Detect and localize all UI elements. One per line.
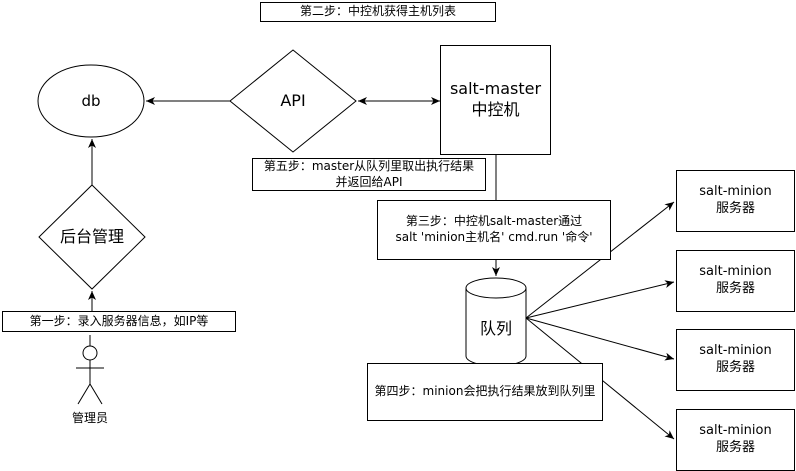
minion-node-1: salt-minion 服务器	[676, 170, 795, 232]
step4-note: 第四步：minion会把执行结果放到队列里	[367, 363, 603, 421]
step1-note: 第一步：录入服务器信息，如IP等	[2, 311, 236, 332]
minion-3-line1: salt-minion	[699, 343, 772, 359]
queue-to-minion-2-arrow	[525, 280, 675, 319]
admin-label: 管理员	[71, 410, 108, 425]
step5-note: 第五步：master从队列里取出执行结果 并返回给API	[252, 158, 486, 191]
step1-text: 第一步：录入服务器信息，如IP等	[29, 313, 209, 328]
admin-actor-icon	[76, 345, 104, 405]
queue-to-minion-3-arrow	[525, 317, 675, 361]
minion-3-line2: 服务器	[715, 360, 755, 375]
master-node: salt-master 中控机	[440, 45, 551, 155]
minion-node-4: salt-minion 服务器	[676, 409, 795, 471]
minion-2-line2: 服务器	[715, 281, 755, 296]
backend-label: 后台管理	[59, 227, 124, 246]
db-node	[37, 64, 145, 138]
db-label: db	[81, 91, 101, 110]
step3-line2: salt 'minion主机名' cmd.run '命令'	[395, 230, 593, 244]
queue-label: 队列	[479, 319, 512, 338]
step5-line1: 第五步：master从队列里取出执行结果	[263, 158, 475, 173]
step3-line1: 第三步：中控机salt-master通过	[405, 214, 583, 229]
step3-note: 第三步：中控机salt-master通过 salt 'minion主机名' cm…	[377, 200, 611, 260]
minion-1-line2: 服务器	[715, 201, 755, 216]
minion-4-line2: 服务器	[715, 440, 755, 455]
master-line1: salt-master	[449, 79, 542, 99]
minion-2-line1: salt-minion	[699, 264, 772, 280]
minion-node-3: salt-minion 服务器	[676, 329, 795, 391]
minion-node-2: salt-minion 服务器	[676, 250, 795, 312]
backend-node	[38, 184, 146, 290]
step4-text: 第四步：minion会把执行结果放到队列里	[374, 384, 596, 399]
step5-line2: 并返回给API	[335, 174, 403, 189]
step2-note: 第二步：中控机获得主机列表	[260, 2, 496, 22]
queue-to-minion-1-arrow	[525, 201, 675, 319]
master-line2: 中控机	[471, 100, 520, 119]
step2-text: 第二步：中控机获得主机列表	[299, 4, 456, 19]
minion-1-line1: salt-minion	[699, 184, 772, 200]
api-label: API	[280, 91, 306, 110]
queue-node	[465, 277, 527, 367]
minion-4-line1: salt-minion	[699, 423, 772, 439]
api-node	[229, 49, 357, 153]
